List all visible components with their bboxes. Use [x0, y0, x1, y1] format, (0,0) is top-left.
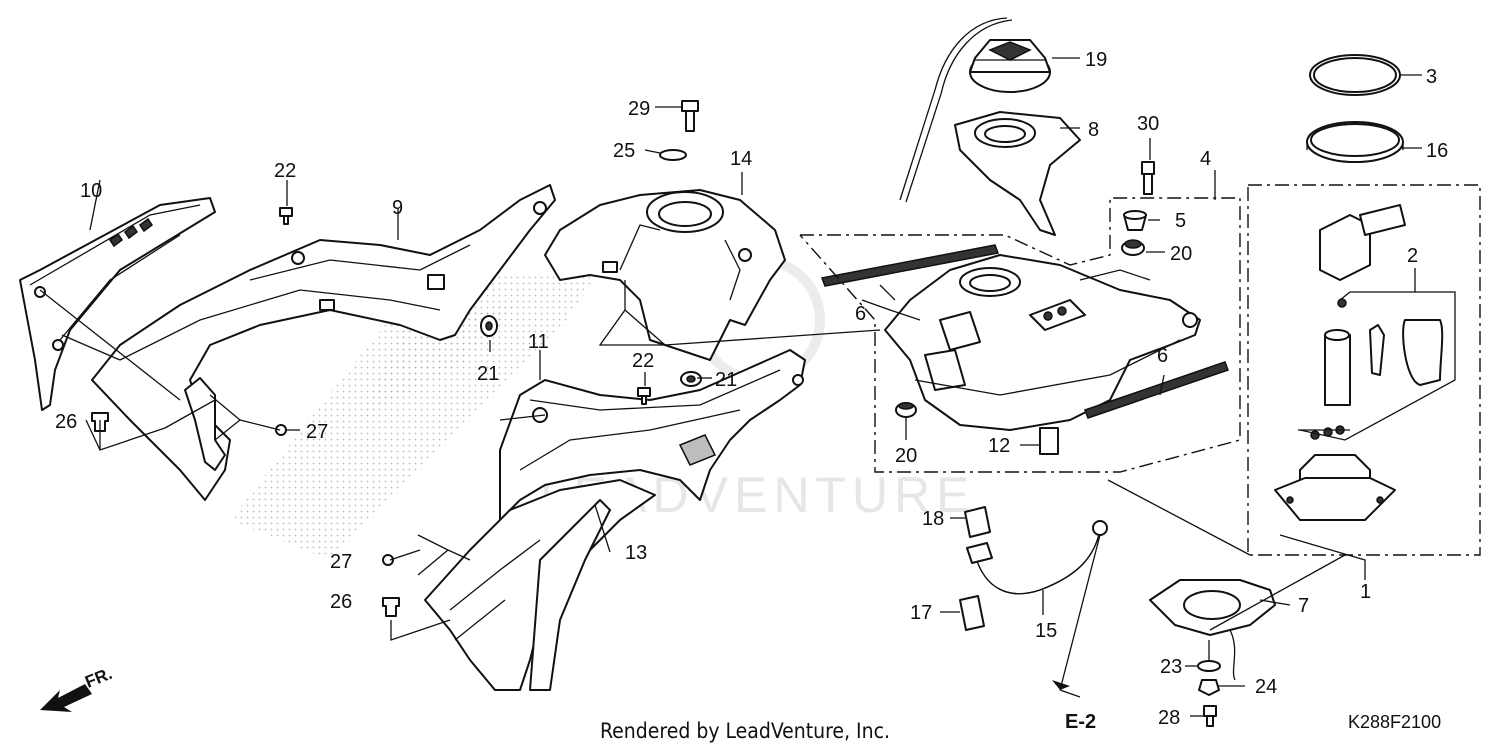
callout-19[interactable]: 19: [1085, 49, 1107, 71]
callout-11[interactable]: 11: [528, 331, 549, 353]
callout-6a[interactable]: 6: [855, 303, 866, 325]
callout-10[interactable]: 10: [80, 180, 102, 202]
part-3-o-ring[interactable]: [1309, 54, 1401, 96]
dashed-frames: [799, 184, 1481, 556]
callout-24[interactable]: 24: [1255, 676, 1277, 698]
part-13-lower-shroud[interactable]: [424, 479, 656, 691]
part-21-grommet-b[interactable]: [680, 371, 702, 387]
part-16-seal-ring[interactable]: [1306, 121, 1404, 163]
part-22-screw-b[interactable]: [637, 387, 651, 405]
part-17-clip[interactable]: [959, 595, 985, 631]
diagram-code: K288F2100: [1348, 712, 1441, 732]
part-11-shroud-front[interactable]: [499, 349, 806, 521]
part-19-fuel-cap[interactable]: [899, 17, 1051, 203]
front-direction-label: FR.: [82, 664, 115, 692]
part-1-fuel-pump[interactable]: [1274, 204, 1406, 521]
part-7-pump-plate[interactable]: [1149, 579, 1276, 681]
part-5-collar[interactable]: [1123, 210, 1147, 231]
leader-lines: [39, 57, 1456, 717]
part-4-fuel-tank[interactable]: [884, 254, 1201, 431]
part-27-screw-a[interactable]: [275, 424, 287, 436]
part-15-fuel-hose[interactable]: [974, 520, 1108, 595]
front-direction-arrow: [40, 684, 92, 712]
callout-21a[interactable]: 21: [477, 363, 499, 385]
part-14-tank-cover[interactable]: [544, 189, 786, 361]
callout-16[interactable]: 16: [1426, 140, 1448, 162]
callout-20b[interactable]: 20: [895, 445, 917, 467]
credit-text: Rendered by LeadVenture, Inc.: [600, 719, 890, 743]
part-23-washer[interactable]: [1197, 660, 1221, 672]
callout-28[interactable]: 28: [1158, 707, 1180, 729]
part-28-bolt[interactable]: [1203, 705, 1217, 727]
callout-9[interactable]: 9: [392, 197, 403, 219]
part-27-screw-b[interactable]: [382, 554, 394, 566]
callout-27a[interactable]: 27: [306, 421, 328, 443]
reference-arrow: [1052, 680, 1070, 690]
part-12-tape[interactable]: [1039, 427, 1059, 455]
callout-26b[interactable]: 26: [330, 591, 352, 613]
callout-23[interactable]: 23: [1160, 656, 1182, 678]
callout-1[interactable]: 1: [1360, 581, 1371, 603]
callout-26a[interactable]: 26: [55, 411, 77, 433]
callout-6b[interactable]: 6: [1157, 345, 1168, 367]
callout-15[interactable]: 15: [1035, 620, 1057, 642]
callout-30[interactable]: 30: [1137, 113, 1159, 135]
callout-5[interactable]: 5: [1175, 210, 1186, 232]
part-25-washer[interactable]: [659, 149, 687, 161]
callout-25[interactable]: 25: [613, 140, 635, 162]
part-6-strip-upper[interactable]: [820, 244, 1000, 287]
reference-label[interactable]: E-2: [1065, 711, 1096, 733]
callout-4[interactable]: 4: [1200, 148, 1211, 170]
part-26-clip-b[interactable]: [382, 597, 400, 617]
callout-2[interactable]: 2: [1407, 245, 1418, 267]
callout-13[interactable]: 13: [625, 542, 647, 564]
callout-14[interactable]: 14: [730, 148, 752, 170]
callout-3[interactable]: 3: [1426, 66, 1437, 88]
part-20-grommet-lower[interactable]: [895, 402, 917, 418]
callout-22b[interactable]: 22: [632, 350, 654, 372]
part-24-nut[interactable]: [1198, 679, 1220, 696]
part-9-shroud[interactable]: [91, 184, 556, 501]
part-29-bolt[interactable]: [681, 100, 699, 132]
callout-22a[interactable]: 22: [274, 160, 296, 182]
callout-20a[interactable]: 20: [1170, 243, 1192, 265]
callout-8[interactable]: 8: [1088, 119, 1099, 141]
callout-27b[interactable]: 27: [330, 551, 352, 573]
callout-17[interactable]: 17: [910, 602, 932, 624]
part-10-side-cover[interactable]: [19, 197, 216, 411]
part-20-grommet-upper[interactable]: [1121, 239, 1145, 256]
part-2-filter-kit[interactable]: [1310, 298, 1444, 440]
part-8-cap-base[interactable]: [954, 111, 1081, 236]
part-18-clip[interactable]: [964, 506, 993, 564]
part-6-strip-lower[interactable]: [1084, 361, 1229, 419]
part-22-screw-a[interactable]: [279, 207, 293, 225]
callout-7[interactable]: 7: [1298, 595, 1309, 617]
callout-29[interactable]: 29: [628, 98, 650, 120]
callout-21b[interactable]: 21: [715, 369, 737, 391]
callout-12[interactable]: 12: [988, 435, 1010, 457]
part-30-bolt[interactable]: [1141, 161, 1155, 195]
callout-18[interactable]: 18: [922, 508, 944, 530]
callout-numbers: 1 2 3 4 5 6 6 7 8 9 10 11 12 13 14 15 16…: [55, 49, 1448, 729]
part-21-grommet-a[interactable]: [480, 315, 498, 337]
